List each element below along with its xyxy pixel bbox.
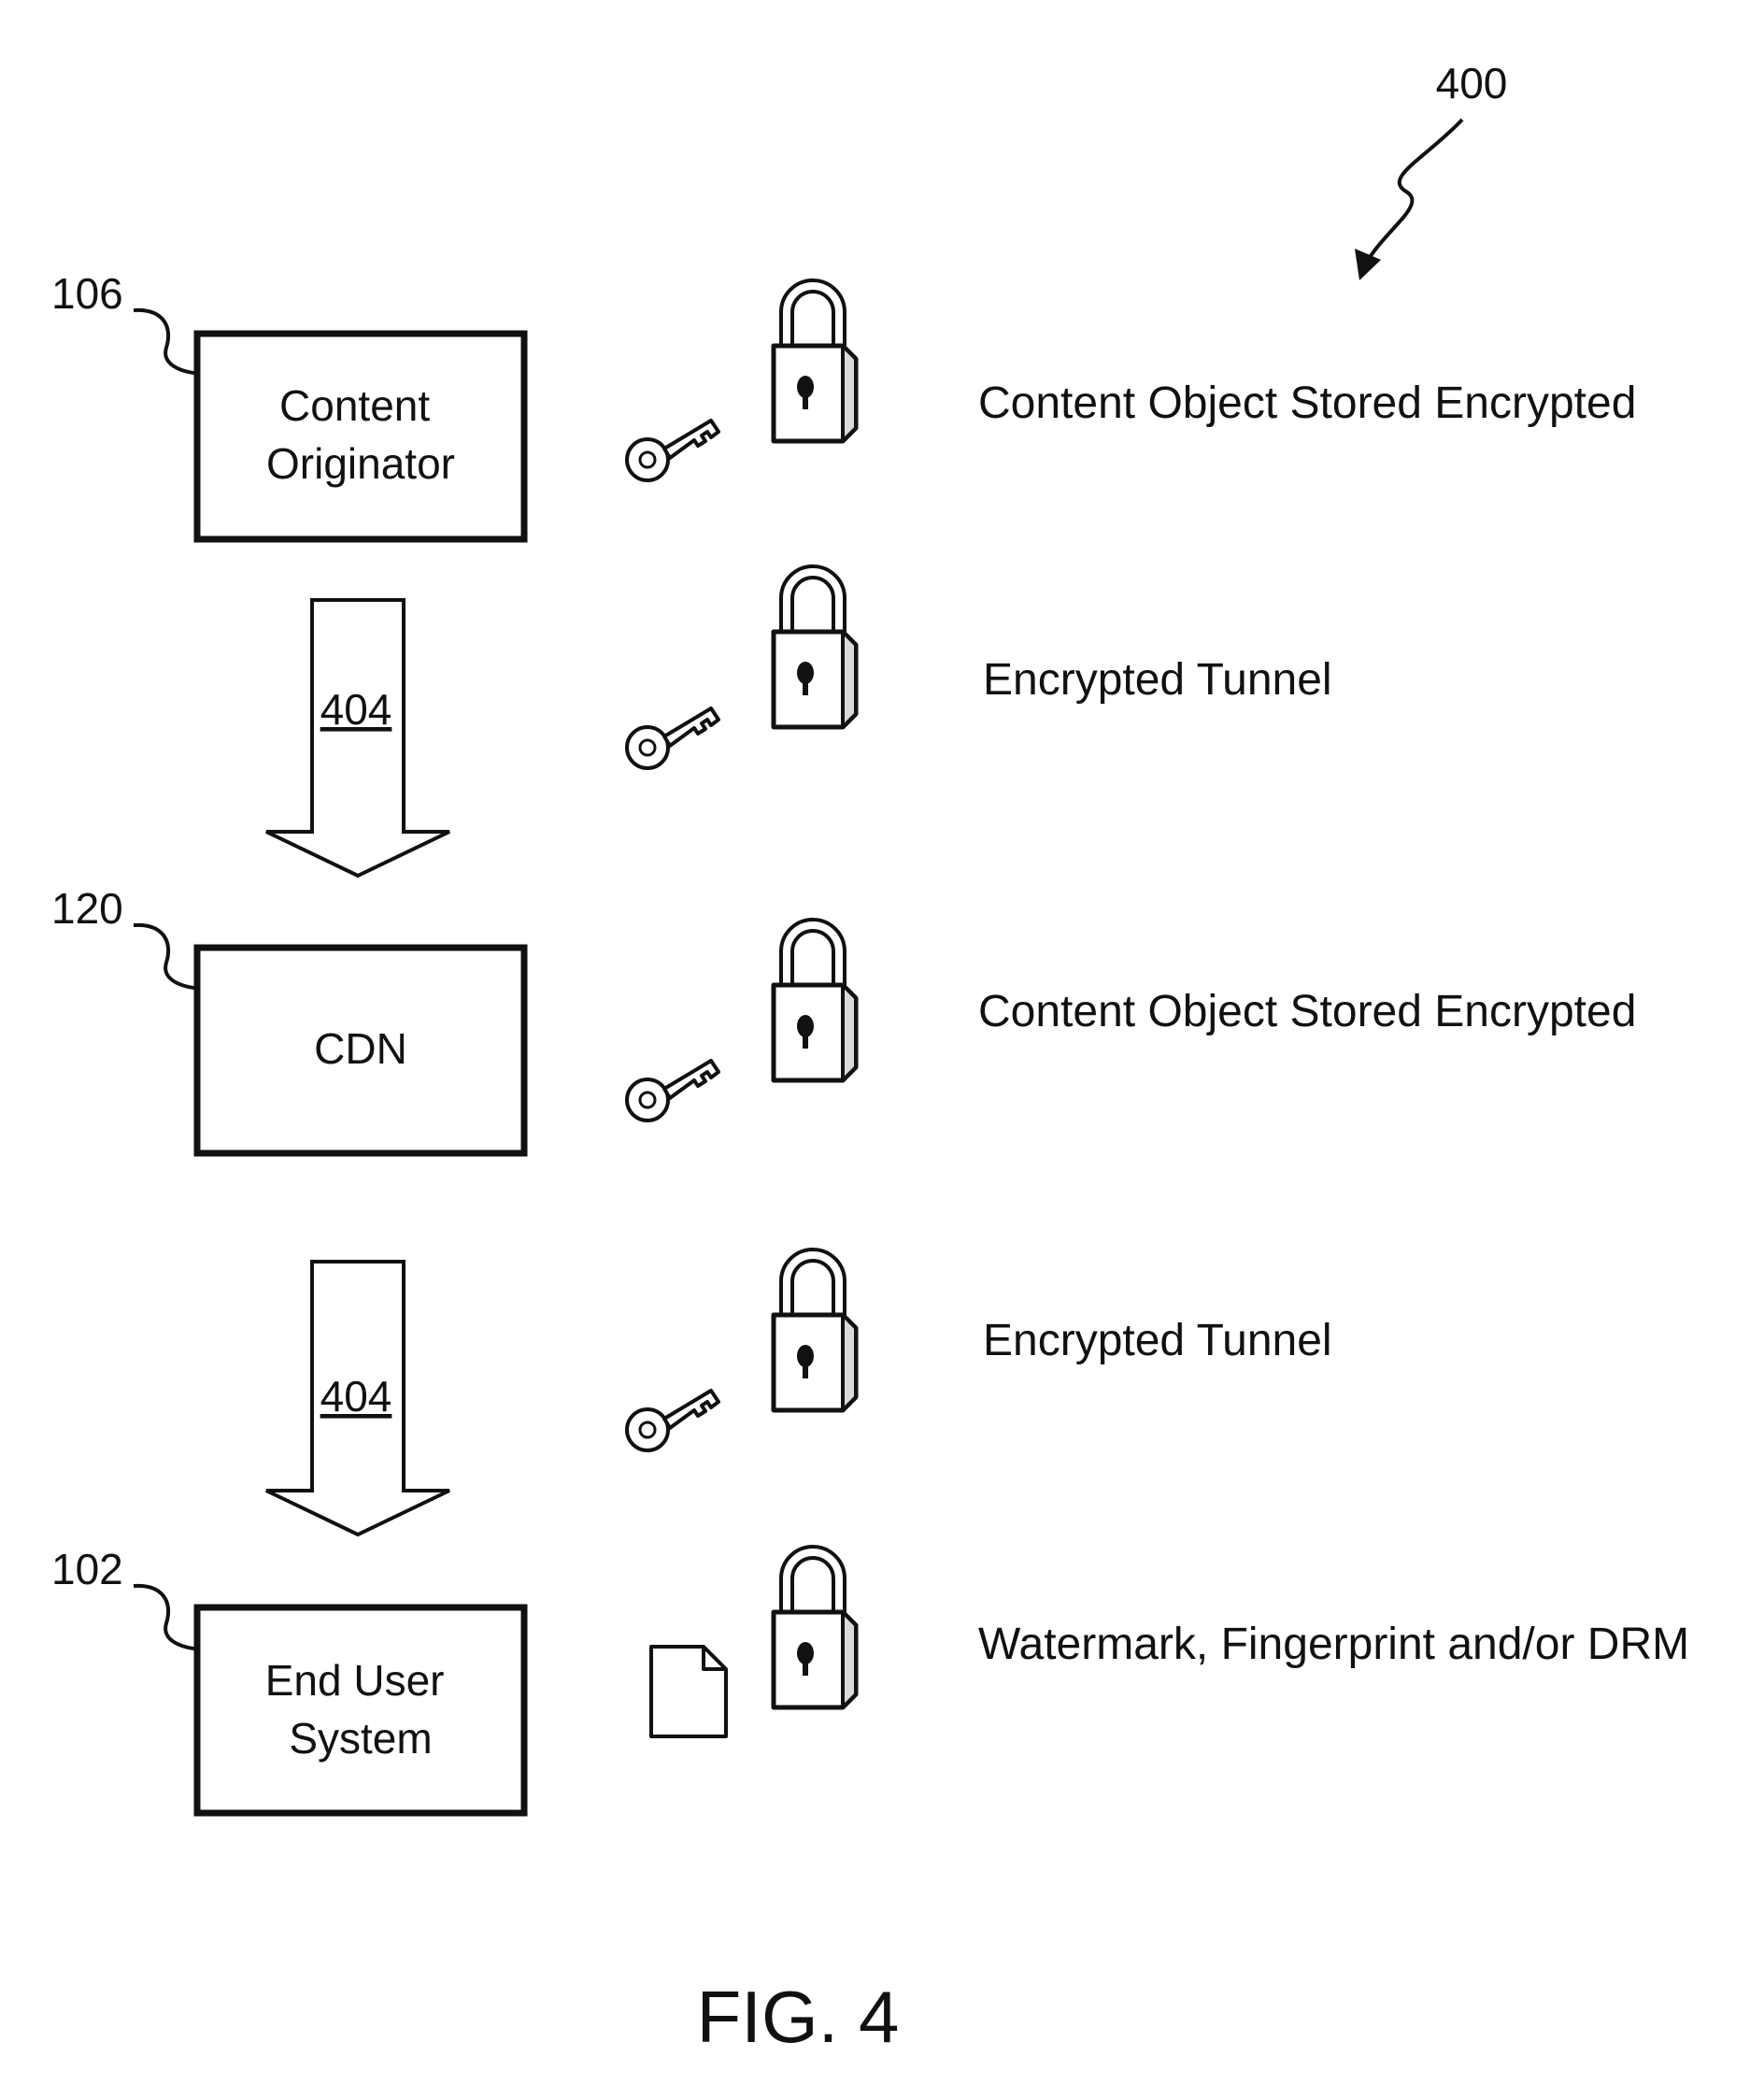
end-user-system-box (197, 1607, 524, 1813)
padlock-icon (774, 286, 856, 441)
row-description: Content Object Stored Encrypted (978, 987, 1636, 1036)
padlock-icon (774, 925, 856, 1080)
key-icon (627, 708, 718, 768)
padlock-icon (774, 1552, 856, 1707)
content-originator-box (197, 334, 524, 539)
padlock-icon (774, 572, 856, 727)
node-ref-120: 120 (51, 884, 123, 933)
padlock-icon (774, 1255, 856, 1410)
row-description: Content Object Stored Encrypted (978, 378, 1636, 428)
cdn-label: CDN (314, 1024, 407, 1073)
document-icon (651, 1647, 726, 1736)
key-icon (627, 421, 718, 480)
node-ref-102: 102 (51, 1545, 123, 1593)
flow-arrow-404-first-label: 404 (320, 685, 392, 734)
row-description: Watermark, Fingerprint and/or DRM (978, 1620, 1689, 1669)
figure-number-label: 400 (1436, 59, 1508, 107)
flow-arrow-404-first (266, 600, 449, 876)
flow-arrow-404-second-label: 404 (320, 1372, 392, 1421)
figure-pointer-arrow (1362, 120, 1462, 271)
key-icon (627, 1061, 718, 1121)
figure-caption: FIG. 4 (697, 1976, 900, 2058)
row-description: Encrypted Tunnel (983, 655, 1332, 705)
row-description: Encrypted Tunnel (983, 1316, 1332, 1365)
key-icon (627, 1391, 718, 1450)
figure-pointer-arrowhead (1355, 249, 1381, 280)
node-ref-106: 106 (51, 269, 123, 318)
